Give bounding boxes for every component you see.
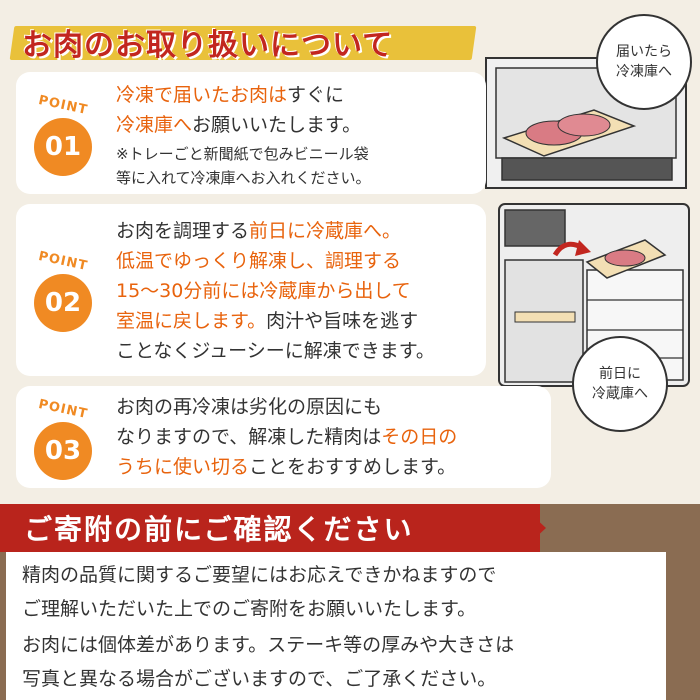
notice-title-band-tip — [520, 504, 546, 552]
body-text: お願いいたします。 — [192, 114, 362, 136]
point-text-line: 冷凍庫へお願いいたします。 — [116, 110, 361, 140]
point-label: POINT — [36, 396, 90, 423]
point-card-01: POINT 01 冷凍で届いたお肉はすぐに 冷凍庫へお願いいたします。 ※トレー… — [16, 72, 486, 194]
point-card-02: POINT 02 お肉を調理する前日に冷蔵庫へ。 低温でゆっくり解凍し、調理する… — [16, 204, 486, 376]
notice-title-band — [0, 504, 540, 552]
highlight-text: 冷凍庫へ — [116, 114, 193, 136]
notice-line: 精肉の品質に関するご要望にはお応えできかねますので — [22, 564, 497, 586]
freezer-speech-bubble: 届いたら 冷凍庫へ — [596, 14, 692, 110]
point-label: POINT — [36, 92, 90, 119]
point-text-line: 冷凍で届いたお肉はすぐに — [116, 80, 344, 110]
bubble-line: 冷凍庫へ — [616, 64, 672, 80]
point-text-line: ことなくジューシーに解凍できます。 — [116, 336, 435, 366]
point-text-line: なりますので、解凍した精肉はその日の — [116, 422, 457, 452]
point-card-03: POINT 03 お肉の再冷凍は劣化の原因にも なりますので、解凍した精肉はその… — [16, 386, 551, 488]
notice-line: お肉には個体差があります。ステーキ等の厚みや大きさは — [22, 634, 515, 656]
body-text: ことなくジューシーに解凍できます。 — [116, 340, 435, 362]
body-text: 肉汁や旨味を逃す — [266, 310, 419, 332]
point-text-line: 室温に戻します。肉汁や旨味を逃す — [116, 306, 418, 336]
highlight-text: 低温でゆっくり解凍し、調理する — [116, 250, 402, 272]
highlight-text: うちに使い切る — [116, 456, 250, 478]
point-number-badge: 01 — [34, 118, 92, 176]
point-text-line: お肉の再冷凍は劣化の原因にも — [116, 392, 382, 422]
notice-line: ご理解いただいた上でのご寄附をお願いいたします。 — [22, 598, 477, 620]
point-text-line: お肉を調理する前日に冷蔵庫へ。 — [116, 216, 401, 246]
body-text: ことをおすすめします。 — [249, 456, 457, 478]
highlight-text: 冷凍で届いたお肉は — [116, 84, 288, 106]
point-text-line: 15〜30分前には冷蔵庫から出して — [116, 276, 411, 306]
highlight-text: 前日に冷蔵庫へ。 — [249, 220, 402, 242]
page-title: お肉のお取り扱いについて — [22, 28, 394, 63]
body-text: すぐに — [287, 84, 345, 106]
bubble-line: 冷蔵庫へ — [592, 386, 648, 402]
point-text-line: うちに使い切ることをおすすめします。 — [116, 452, 456, 482]
point-number-badge: 02 — [34, 274, 92, 332]
highlight-text: 室温に戻します。 — [116, 310, 267, 332]
point-note-line: 等に入れて冷凍庫へお入れください。 — [116, 169, 371, 187]
title-banner: お肉のお取り扱いについて — [9, 18, 477, 64]
point-note-line: ※トレーごと新聞紙で包みビニール袋 — [116, 145, 369, 163]
point-label: POINT — [36, 248, 90, 275]
point-text-line: 低温でゆっくり解凍し、調理する — [116, 246, 401, 276]
highlight-text: 15〜30分前には冷蔵庫から出して — [116, 280, 411, 302]
point-number-badge: 03 — [34, 422, 92, 480]
body-text: お肉の再冷凍は劣化の原因にも — [116, 396, 383, 418]
body-text: お肉を調理する — [116, 220, 250, 242]
body-text: なりますので、解凍した精肉は — [116, 426, 382, 448]
notice-line: 写真と異なる場合がございますので、ご了承ください。 — [22, 668, 497, 690]
notice-title: ご寄附の前にご確認ください — [24, 513, 414, 546]
fridge-speech-bubble: 前日に 冷蔵庫へ — [572, 336, 668, 432]
bubble-line: 届いたら — [616, 44, 672, 60]
highlight-text: その日の — [381, 426, 458, 448]
bubble-line: 前日に — [599, 366, 641, 382]
notice-panel: 精肉の品質に関するご要望にはお応えできかねますので ご理解いただいた上でのご寄附… — [6, 552, 666, 700]
